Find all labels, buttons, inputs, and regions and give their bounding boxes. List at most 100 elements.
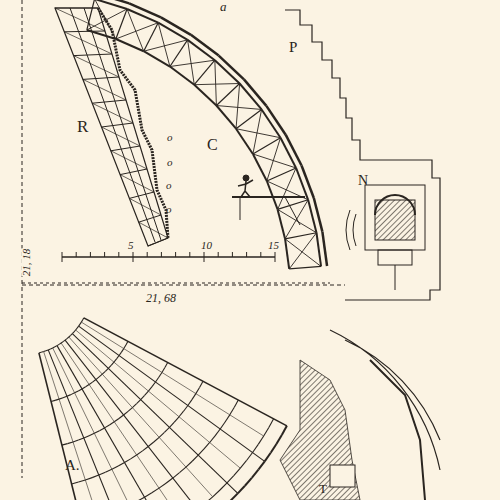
stroke [253,109,262,154]
stroke [105,469,111,472]
stroke [232,252,233,257]
stroke [198,449,204,455]
stroke [302,166,314,198]
stroke [285,233,316,239]
stroke [194,83,239,84]
stroke [111,362,114,365]
stroke [85,478,92,480]
stroke [126,341,128,345]
stroke [55,8,105,31]
stroke [72,482,79,484]
stroke [227,476,234,483]
stroke [267,168,296,181]
stroke [61,343,181,500]
stroke [236,83,240,128]
stroke [77,326,78,328]
stroke [61,342,63,343]
stroke [84,436,89,438]
stroke [82,387,86,389]
stroke [253,154,296,168]
stroke [92,103,133,123]
stroke [189,252,190,257]
stroke [108,365,111,368]
stroke [87,9,127,30]
stroke [81,320,82,322]
stroke [144,40,188,51]
stroke [39,352,41,354]
stroke [154,437,159,442]
stroke [79,324,80,326]
stroke [118,463,124,466]
stroke [216,106,261,110]
stroke [50,348,52,349]
stroke [105,425,110,428]
stroke [41,351,43,353]
stroke [137,497,144,500]
stroke [200,381,203,387]
stroke [80,322,81,324]
stroke [276,435,281,444]
stroke [53,347,55,348]
stroke [240,460,246,468]
stroke [86,384,90,386]
stroke [65,340,207,500]
stroke [48,348,50,350]
stroke [152,382,155,387]
stroke [102,371,105,374]
stroke [139,215,161,222]
stroke [186,461,192,467]
stroke [124,345,126,349]
stroke [39,353,95,500]
stroke [152,488,159,493]
stroke [83,79,126,100]
stroke [94,431,99,434]
stroke [155,377,158,382]
stroke [159,432,164,437]
stroke [59,343,61,344]
stroke [285,239,321,267]
stroke [165,362,168,367]
stroke [264,428,269,437]
stroke [170,60,215,66]
stroke [114,359,117,362]
stroke [102,123,134,127]
stroke [196,388,200,394]
callout-letter: 15 [267,240,280,251]
stroke [147,252,148,257]
dimension-label: 21, 18 [22,248,33,276]
stroke [314,198,323,232]
stroke [234,400,238,407]
callout-letter: P [288,40,298,55]
stroke [145,391,149,395]
stroke [142,447,148,451]
stroke [96,377,99,380]
stroke [104,252,105,257]
stroke [71,393,75,395]
stroke [216,106,236,129]
callout-letter: 10 [200,240,213,251]
stroke [166,478,173,483]
stroke [230,493,237,500]
stroke [213,490,220,497]
stroke [215,60,217,105]
stroke [275,252,276,262]
stroke [124,411,128,415]
stroke [67,442,73,444]
stroke [266,106,285,135]
stroke [120,169,147,175]
stroke [246,252,247,257]
stroke [67,337,69,339]
stroke [59,398,63,399]
stroke [72,332,74,334]
stroke [117,356,120,359]
stroke [159,483,166,488]
stroke [121,349,123,353]
stroke [179,467,185,473]
stroke [79,480,86,482]
stroke [83,318,84,320]
stroke [93,380,96,383]
callout-letter: a [219,0,228,13]
stroke [271,444,277,453]
